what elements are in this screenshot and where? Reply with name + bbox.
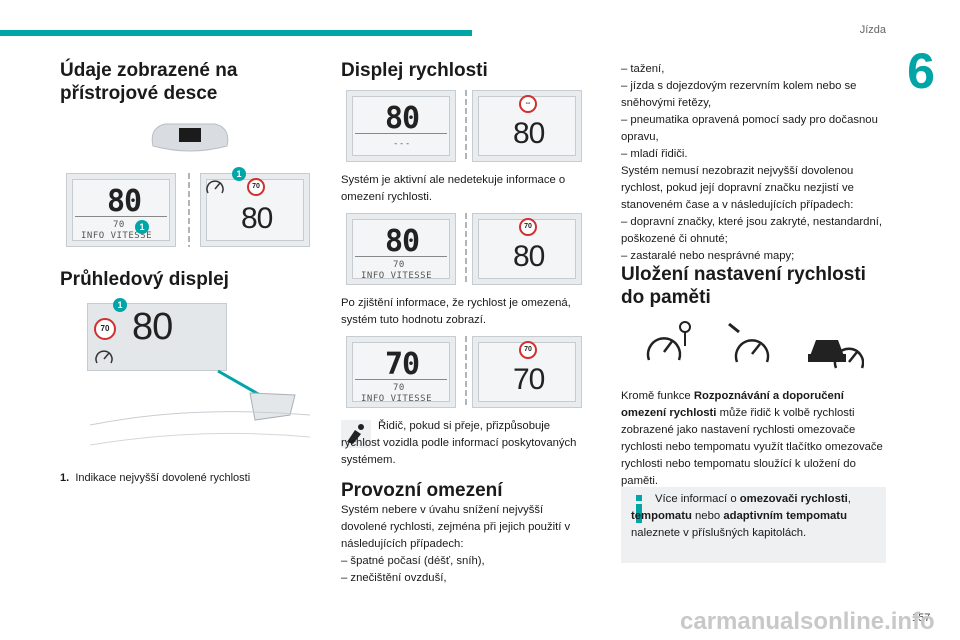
bullet-spare-wheel: – jízda s dojezdovým rezervním kolem neb… [621, 80, 857, 109]
speed-limit-sign: 70 [519, 341, 537, 359]
info-icon [636, 495, 642, 523]
memorise-text-bold: Rozpoznávání a doporučení omezení rychlo… [621, 390, 844, 419]
bullet-covered-signs: – dopravní značky, které jsou zakryté, n… [621, 216, 883, 245]
info-vitesse-label: INFO VITESSE [361, 394, 433, 404]
chapter-number: 6 [907, 43, 935, 99]
legend-text: Indikace nejvyšší dovolené rychlosti [75, 472, 251, 484]
hud-speed-limit-sign: 70 [94, 318, 116, 340]
bullet-towing: – tažení, [621, 63, 665, 75]
speed-display-figure-3-right: 70 70 [472, 336, 582, 408]
speed-value-right: 80 [513, 117, 545, 150]
section-title: Jízda [859, 24, 886, 36]
speedometer-icon [206, 180, 224, 194]
speed-value: 80 [107, 184, 142, 219]
page-number: 157 [912, 612, 931, 624]
header-accent-bar [0, 30, 472, 36]
info-box: Více informací o omezovači rychlosti, te… [621, 487, 886, 563]
speed-display-figure-2-right: 70 80 [472, 213, 582, 285]
info-text-e: nebo [691, 510, 724, 522]
paragraph-no-display: Systém nemusí nezobrazit nejvyšší dovole… [621, 165, 854, 211]
memorise-text-c: může řidič k volbě rychlosti zobrazené j… [621, 407, 883, 487]
legend-item: 1. Indikace nejvyšší dovolené rychlosti [60, 472, 300, 484]
info-text: Více informací o omezovači rychlosti, te… [631, 491, 879, 542]
dashboard-icon [151, 123, 229, 152]
watermark: carmanualsonline.info [680, 608, 935, 635]
callout-marker-2: 1 [232, 167, 246, 181]
car-speed-icon [808, 340, 864, 369]
paragraph-driver-adapts-text: Řidič, pokud si přeje, přizpůsobuje rych… [341, 420, 577, 466]
paragraph-no-detection: Systém je aktivní ale nedetekuje informa… [341, 174, 566, 203]
figure-divider [465, 213, 467, 285]
hud-speed-value: 80 [132, 306, 173, 348]
hud-display: 70 80 [87, 303, 227, 371]
speed-value: 70 [385, 347, 420, 382]
speed-display-figure-2-left: 80 70 INFO VITESSE [346, 213, 456, 285]
bullet-outdated-maps: – zastaralé nebo nesprávné mapy; [621, 250, 795, 262]
bullet-young-drivers: – mladí řidiči. [621, 148, 688, 160]
instrument-display-panel: 80 70 INFO VITESSE 1 [66, 173, 176, 247]
info-text-limiter: omezovači rychlosti [739, 493, 848, 505]
speed-limit-small: 70 [393, 260, 405, 270]
bullet-bad-weather: – špatné počasí (déšť, sníh), [341, 555, 485, 567]
figure-divider [188, 173, 190, 247]
figure-divider [465, 90, 467, 162]
heading-instrument-panel: Údaje zobrazené na přístrojové desce [60, 60, 238, 104]
speed-limit-sign: -- [519, 95, 537, 113]
info-text-a: Více informací o [655, 493, 740, 505]
heading-hud: Průhledový displej [60, 269, 229, 290]
paragraph-limit-detected: Po zjištění informace, že rychlost je om… [341, 297, 571, 326]
legend-number: 1. [60, 472, 70, 484]
callout-marker: 1 [135, 220, 149, 234]
instrument-display-panel-right: 70 80 [200, 173, 310, 247]
speed-value-right: 80 [513, 240, 545, 273]
speed-display-figure-3-left: 70 70 INFO VITESSE [346, 336, 456, 408]
speed-value-right: 80 [241, 202, 273, 235]
no-limit-dashes: --- [393, 139, 411, 149]
bullet-air-pollution: – znečištění ovzduší, [341, 572, 447, 584]
speed-memory-icon [646, 321, 691, 361]
driver-advice-icon [341, 420, 371, 448]
info-text-g: naleznete v příslušných kapitolách. [631, 527, 807, 539]
speed-display-figure-1-left: 80 --- [346, 90, 456, 162]
info-vitesse-label: INFO VITESSE [361, 271, 433, 281]
speed-display-figure-1-right: -- 80 [472, 90, 582, 162]
heading-operating-limits: Provozní omezení [341, 480, 503, 501]
info-vitesse-label: INFO VITESSE [81, 231, 153, 241]
speed-limit-sign: 70 [519, 218, 537, 236]
heading-speed-display: Displej rychlosti [341, 60, 488, 81]
paragraph-memorise: Kromě funkce Rozpoznávání a doporučení o… [621, 388, 883, 490]
memorise-text-a: Kromě funkce [621, 390, 694, 402]
car-hud-illustration [90, 369, 310, 446]
speed-value: 80 [385, 224, 420, 259]
info-text-adaptive: adaptivním tempomatu [723, 510, 847, 522]
speed-value: 80 [385, 101, 420, 136]
bullet-repair-kit: – pneumatika opravená pomocí sady pro do… [621, 114, 878, 143]
speed-limit-small: 70 [393, 383, 405, 393]
speed-limit-sign: 70 [247, 178, 265, 196]
figure-divider [465, 336, 467, 408]
speed-memory-button-icon [728, 322, 770, 363]
paragraph-limits-intro: Systém nebere v úvahu snížení nejvyšší d… [341, 504, 571, 550]
speed-value-right: 70 [513, 363, 545, 396]
callout-marker-3: 1 [113, 298, 127, 312]
hud-speedometer-icon [95, 350, 113, 364]
heading-memorise-speed: Uložení nastavení rychlosti do paměti [621, 264, 866, 308]
info-text-c: , [847, 493, 851, 505]
speed-limit-small: 70 [113, 220, 125, 230]
info-text-cruise: tempomatu [631, 510, 692, 522]
